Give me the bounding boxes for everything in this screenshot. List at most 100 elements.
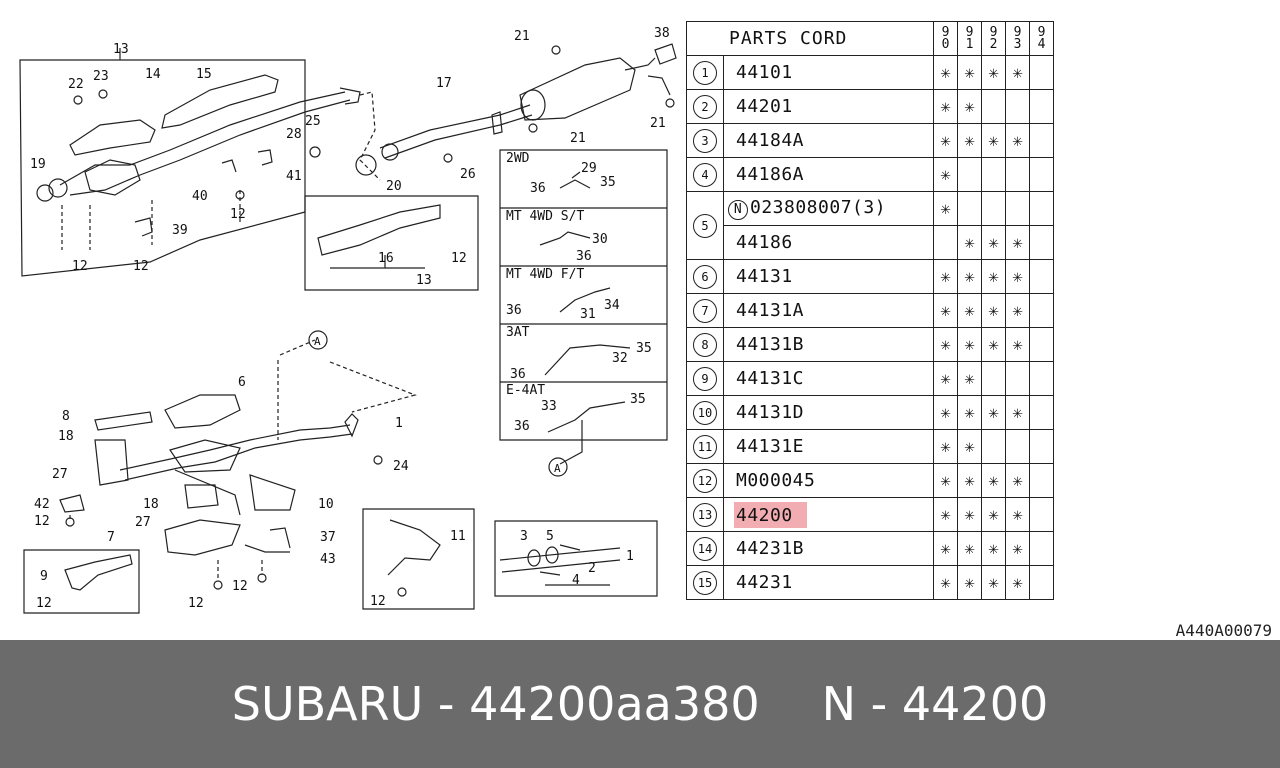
callout-22: 22 [68, 77, 84, 92]
callout: 36 [576, 249, 592, 264]
year-mark-cell: ✳ [933, 463, 958, 498]
callout-43: 43 [320, 552, 336, 567]
variant-label: MT 4WD F/T [506, 267, 584, 282]
part-code-cell: 44186 [723, 225, 934, 260]
year-mark-cell: ✳ [933, 293, 958, 328]
year-mark-cell [1005, 157, 1030, 192]
callout-38: 38 [654, 26, 670, 41]
callout-16: 16 [378, 251, 394, 266]
callout-13: 13 [416, 273, 432, 288]
callout-21: 21 [570, 131, 586, 146]
callout-1: 1 [626, 549, 634, 564]
variant-label: 2WD [506, 151, 530, 166]
year-mark-cell: ✳ [981, 463, 1006, 498]
ref-number-cell: 12 [686, 463, 724, 498]
year-mark-cell: ✳ [933, 429, 958, 464]
year-mark-cell: ✳ [1005, 327, 1030, 362]
year-mark-cell [981, 89, 1006, 124]
year-mark-cell [957, 157, 982, 192]
callout: 31 [580, 307, 596, 322]
year-mark-cell: ✳ [1005, 259, 1030, 294]
variant-label: E-4AT [506, 383, 545, 398]
ref-number: 1 [693, 60, 717, 85]
year-mark-cell: ✳ [957, 89, 982, 124]
part-code-cell: 44231 [723, 565, 934, 600]
heat-shield-15 [161, 74, 279, 129]
reference-code: A440A00079 [1175, 621, 1272, 640]
footer-part-number: SUBARU - 44200aa380 [231, 677, 760, 731]
year-mark-cell: ✳ [1005, 225, 1030, 260]
year-mark-cell [1029, 89, 1054, 124]
year-mark-cell: ✳ [957, 123, 982, 158]
callout-12: 12 [188, 596, 204, 611]
callout-40: 40 [192, 189, 208, 204]
callout-10: 10 [318, 497, 334, 512]
ref-number-cell: 10 [686, 395, 724, 430]
heat-shield-14 [69, 119, 156, 156]
callout-3: 3 [520, 529, 528, 544]
ref-number-cell: 1 [686, 55, 724, 90]
year-mark-cell [981, 429, 1006, 464]
footer-code: N - 44200 [821, 677, 1049, 731]
ref-number-cell: 6 [686, 259, 724, 294]
callout-8: 8 [62, 409, 70, 424]
callout-12: 12 [230, 207, 246, 222]
callout-21: 21 [514, 29, 530, 44]
ref-number: 9 [693, 366, 717, 391]
year-mark-cell: ✳ [957, 395, 982, 430]
year-mark-cell [1029, 565, 1054, 600]
callout-13: 13 [113, 42, 129, 57]
callout-27: 27 [135, 515, 151, 530]
year-mark-cell: ✳ [1005, 293, 1030, 328]
callout-18: 18 [143, 497, 159, 512]
part-code: 44186 [736, 232, 793, 253]
callout-24: 24 [393, 459, 409, 474]
shield-10 [249, 474, 296, 511]
year-mark-cell: ✳ [981, 293, 1006, 328]
ref-number: 7 [693, 298, 717, 323]
heat-shield-16-box [304, 195, 479, 291]
ref-number: 2 [693, 94, 717, 119]
callout-A: A [314, 335, 321, 348]
shield-6 [164, 394, 241, 429]
muffler [519, 57, 636, 121]
callout-11: 11 [450, 529, 466, 544]
callout-6: 6 [238, 375, 246, 390]
callout-23: 23 [93, 69, 109, 84]
year-mark-cell: ✳ [933, 157, 958, 192]
year-mark-cell [1005, 361, 1030, 396]
year-mark-cell: ✳ [933, 361, 958, 396]
ref-number-cell: 2 [686, 89, 724, 124]
callout-7: 7 [107, 530, 115, 545]
year-mark-cell [1005, 191, 1030, 226]
year-mark-cell: ✳ [957, 497, 982, 532]
year-mark-cell [957, 191, 982, 226]
year-mark-cell [1029, 395, 1054, 430]
year-mark-cell: ✳ [933, 89, 958, 124]
callout: 36 [514, 419, 530, 434]
part-code: 44231 [736, 572, 793, 593]
ref-number: 10 [693, 400, 717, 425]
year-mark-cell: ✳ [957, 565, 982, 600]
variant-label: 3AT [506, 325, 530, 340]
variant-panel [499, 149, 668, 441]
year-mark-cell [1029, 327, 1054, 362]
callout-12: 12 [232, 579, 248, 594]
year-mark-cell [1029, 259, 1054, 294]
callout-26: 26 [460, 167, 476, 182]
callout-5: 5 [546, 529, 554, 544]
footer-banner: SUBARU - 44200aa380 N - 44200 [0, 640, 1280, 768]
ref-number-cell: 14 [686, 531, 724, 566]
year-mark-cell: ✳ [933, 565, 958, 600]
year-mark-cell [1029, 463, 1054, 498]
ref-number-cell: 15 [686, 565, 724, 600]
part-code-cell: 44186A [723, 157, 934, 192]
